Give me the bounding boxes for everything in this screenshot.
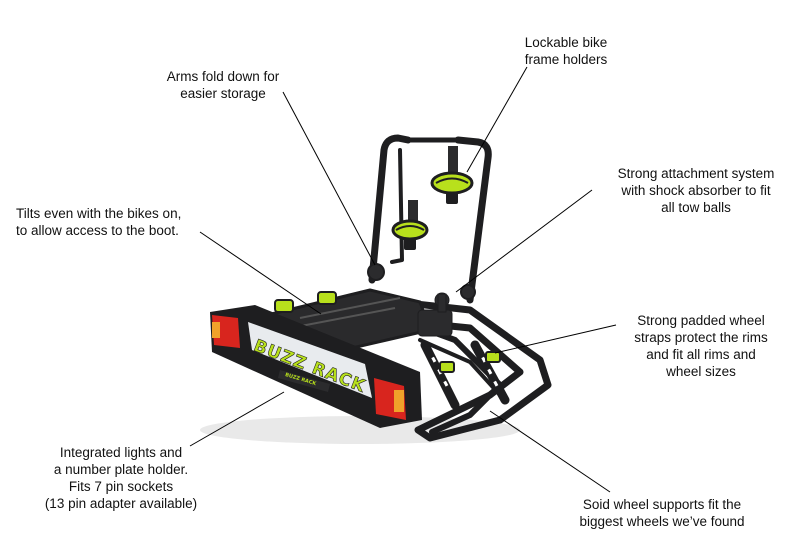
callout-line: straps protect the rims — [634, 330, 768, 345]
bike-rack-image — [200, 134, 552, 444]
leader-lights — [189, 391, 285, 447]
callout-line: Arms fold down for — [166, 69, 280, 84]
callout-wheel-straps: Strong padded wheel straps protect the r… — [616, 312, 786, 380]
leader-arms-fold — [282, 91, 376, 266]
leader-tilts — [199, 231, 322, 315]
callout-line: a number plate holder. — [53, 462, 189, 477]
callout-line: and fit all rims and — [646, 347, 756, 362]
callout-line: all tow balls — [661, 200, 731, 215]
callout-line: to allow access to the boot. — [16, 223, 179, 238]
callout-attachment: Strong attachment system with shock abso… — [604, 165, 788, 216]
light-board — [210, 305, 422, 428]
callout-line: Tilts even with the bikes on, — [16, 206, 182, 221]
leader-wheel-supports — [489, 410, 611, 493]
strap-clips — [274, 291, 501, 373]
leader-wheel-straps — [494, 324, 617, 354]
callout-line: Integrated lights and — [59, 445, 183, 460]
upright-arm — [367, 134, 492, 304]
leader-lines — [189, 66, 617, 493]
callout-line: easier storage — [180, 86, 266, 101]
callout-line: wheel sizes — [666, 364, 736, 379]
callout-line: Soid wheel supports fit the — [582, 497, 742, 512]
callout-line: with shock absorber to fit — [621, 183, 771, 198]
callout-line: biggest wheels we’ve found — [579, 514, 745, 529]
leader-frame-holders — [466, 66, 528, 173]
frame-holder-upper — [430, 146, 474, 204]
callout-line: Lockable bike — [524, 35, 608, 50]
callout-wheel-supports: Soid wheel supports fit the biggest whee… — [562, 496, 762, 530]
callout-frame-holders: Lockable bike frame holders — [502, 34, 630, 68]
tray-slots — [431, 356, 499, 387]
callout-arms-fold: Arms fold down for easier storage — [148, 68, 298, 102]
callout-line: (13 pin adapter available) — [44, 496, 198, 511]
callout-tilts: Tilts even with the bikes on, to allow a… — [16, 205, 216, 239]
callout-line: Fits 7 pin sockets — [68, 479, 174, 494]
callout-line: Strong padded wheel — [637, 313, 765, 328]
callout-line: frame holders — [524, 52, 608, 67]
frame-holder-lower — [391, 200, 429, 250]
leader-attachment — [455, 189, 593, 293]
callout-line: Strong attachment system — [617, 166, 775, 181]
callout-lights: Integrated lights and a number plate hol… — [26, 444, 216, 512]
